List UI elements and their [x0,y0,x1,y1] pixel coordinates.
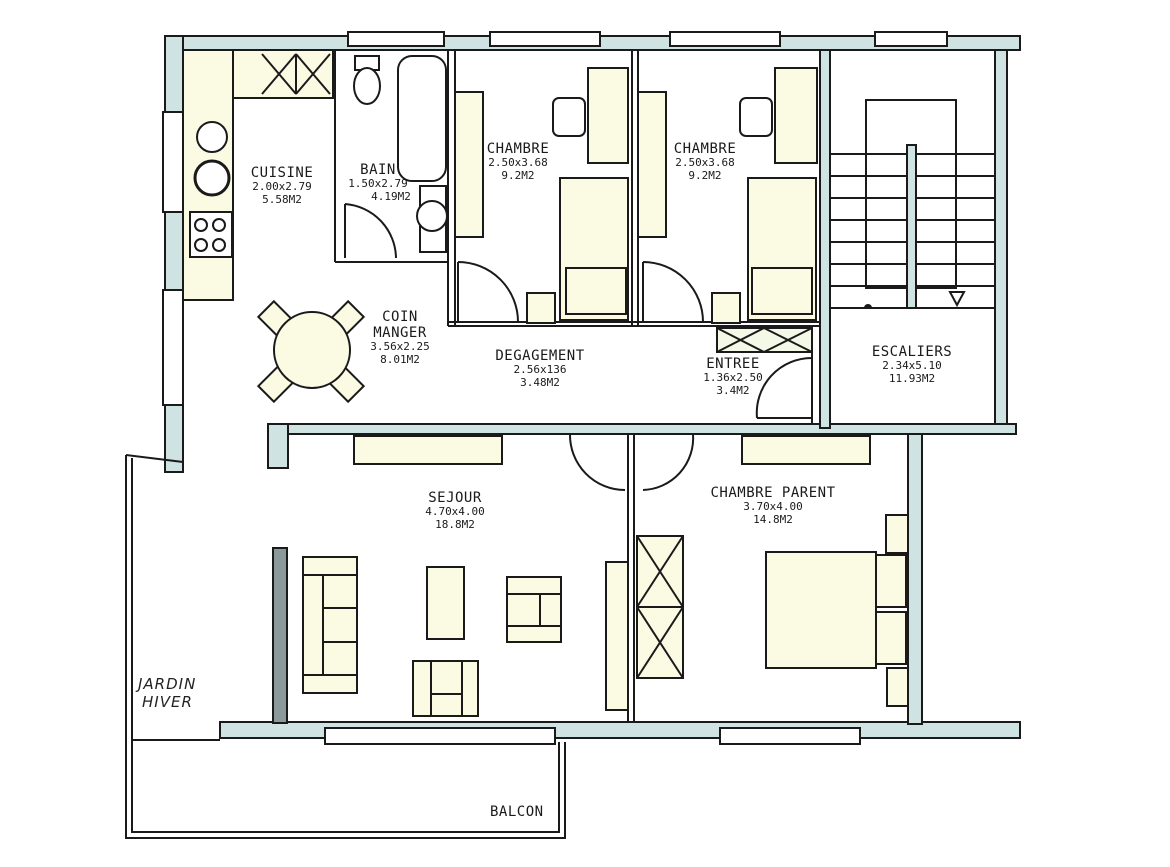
room-label-entree: ENTREE 1.36x2.50 3.4M2 [703,356,763,397]
room-label-chambre-parent: CHAMBRE PARENT 3.70x4.00 14.8M2 [710,485,836,526]
kitchen-fixtures [182,49,334,301]
dining-table [256,299,366,404]
room-label-cuisine: CUISINE 2.00x2.79 5.58M2 [250,165,314,206]
room-label-escaliers: ESCALIERS 2.34x5.10 11.93M2 [871,344,953,385]
label-jardin-hiver: JARDIN HIVER [138,675,197,711]
room-label-sejour: SEJOUR 4.70x4.00 18.8M2 [425,490,485,531]
label-balcon: BALCON [490,804,544,820]
room-label-chambre-2: CHAMBRE 2.50x3.68 9.2M2 [673,141,737,182]
chambre2-furniture [637,67,818,419]
windows-top [324,31,948,745]
room-label-bain: BAIN 1.50x2.79 4.19M2 [348,162,411,203]
chambre-parent-furniture [636,435,909,707]
staircase [829,99,996,425]
chambre1-furniture [454,67,629,324]
room-label-degagement: DEGAGEMENT 2.56x136 3.48M2 [495,348,585,389]
windows-left [162,111,184,406]
balcony-outline [125,454,566,839]
room-label-coin-manger: COIN MANGER 3.56x2.25 8.01M2 [370,309,430,366]
sejour-furniture [272,433,695,724]
bathroom-fixtures [344,55,448,259]
room-label-chambre-1: CHAMBRE 2.50x3.68 9.2M2 [486,141,550,182]
